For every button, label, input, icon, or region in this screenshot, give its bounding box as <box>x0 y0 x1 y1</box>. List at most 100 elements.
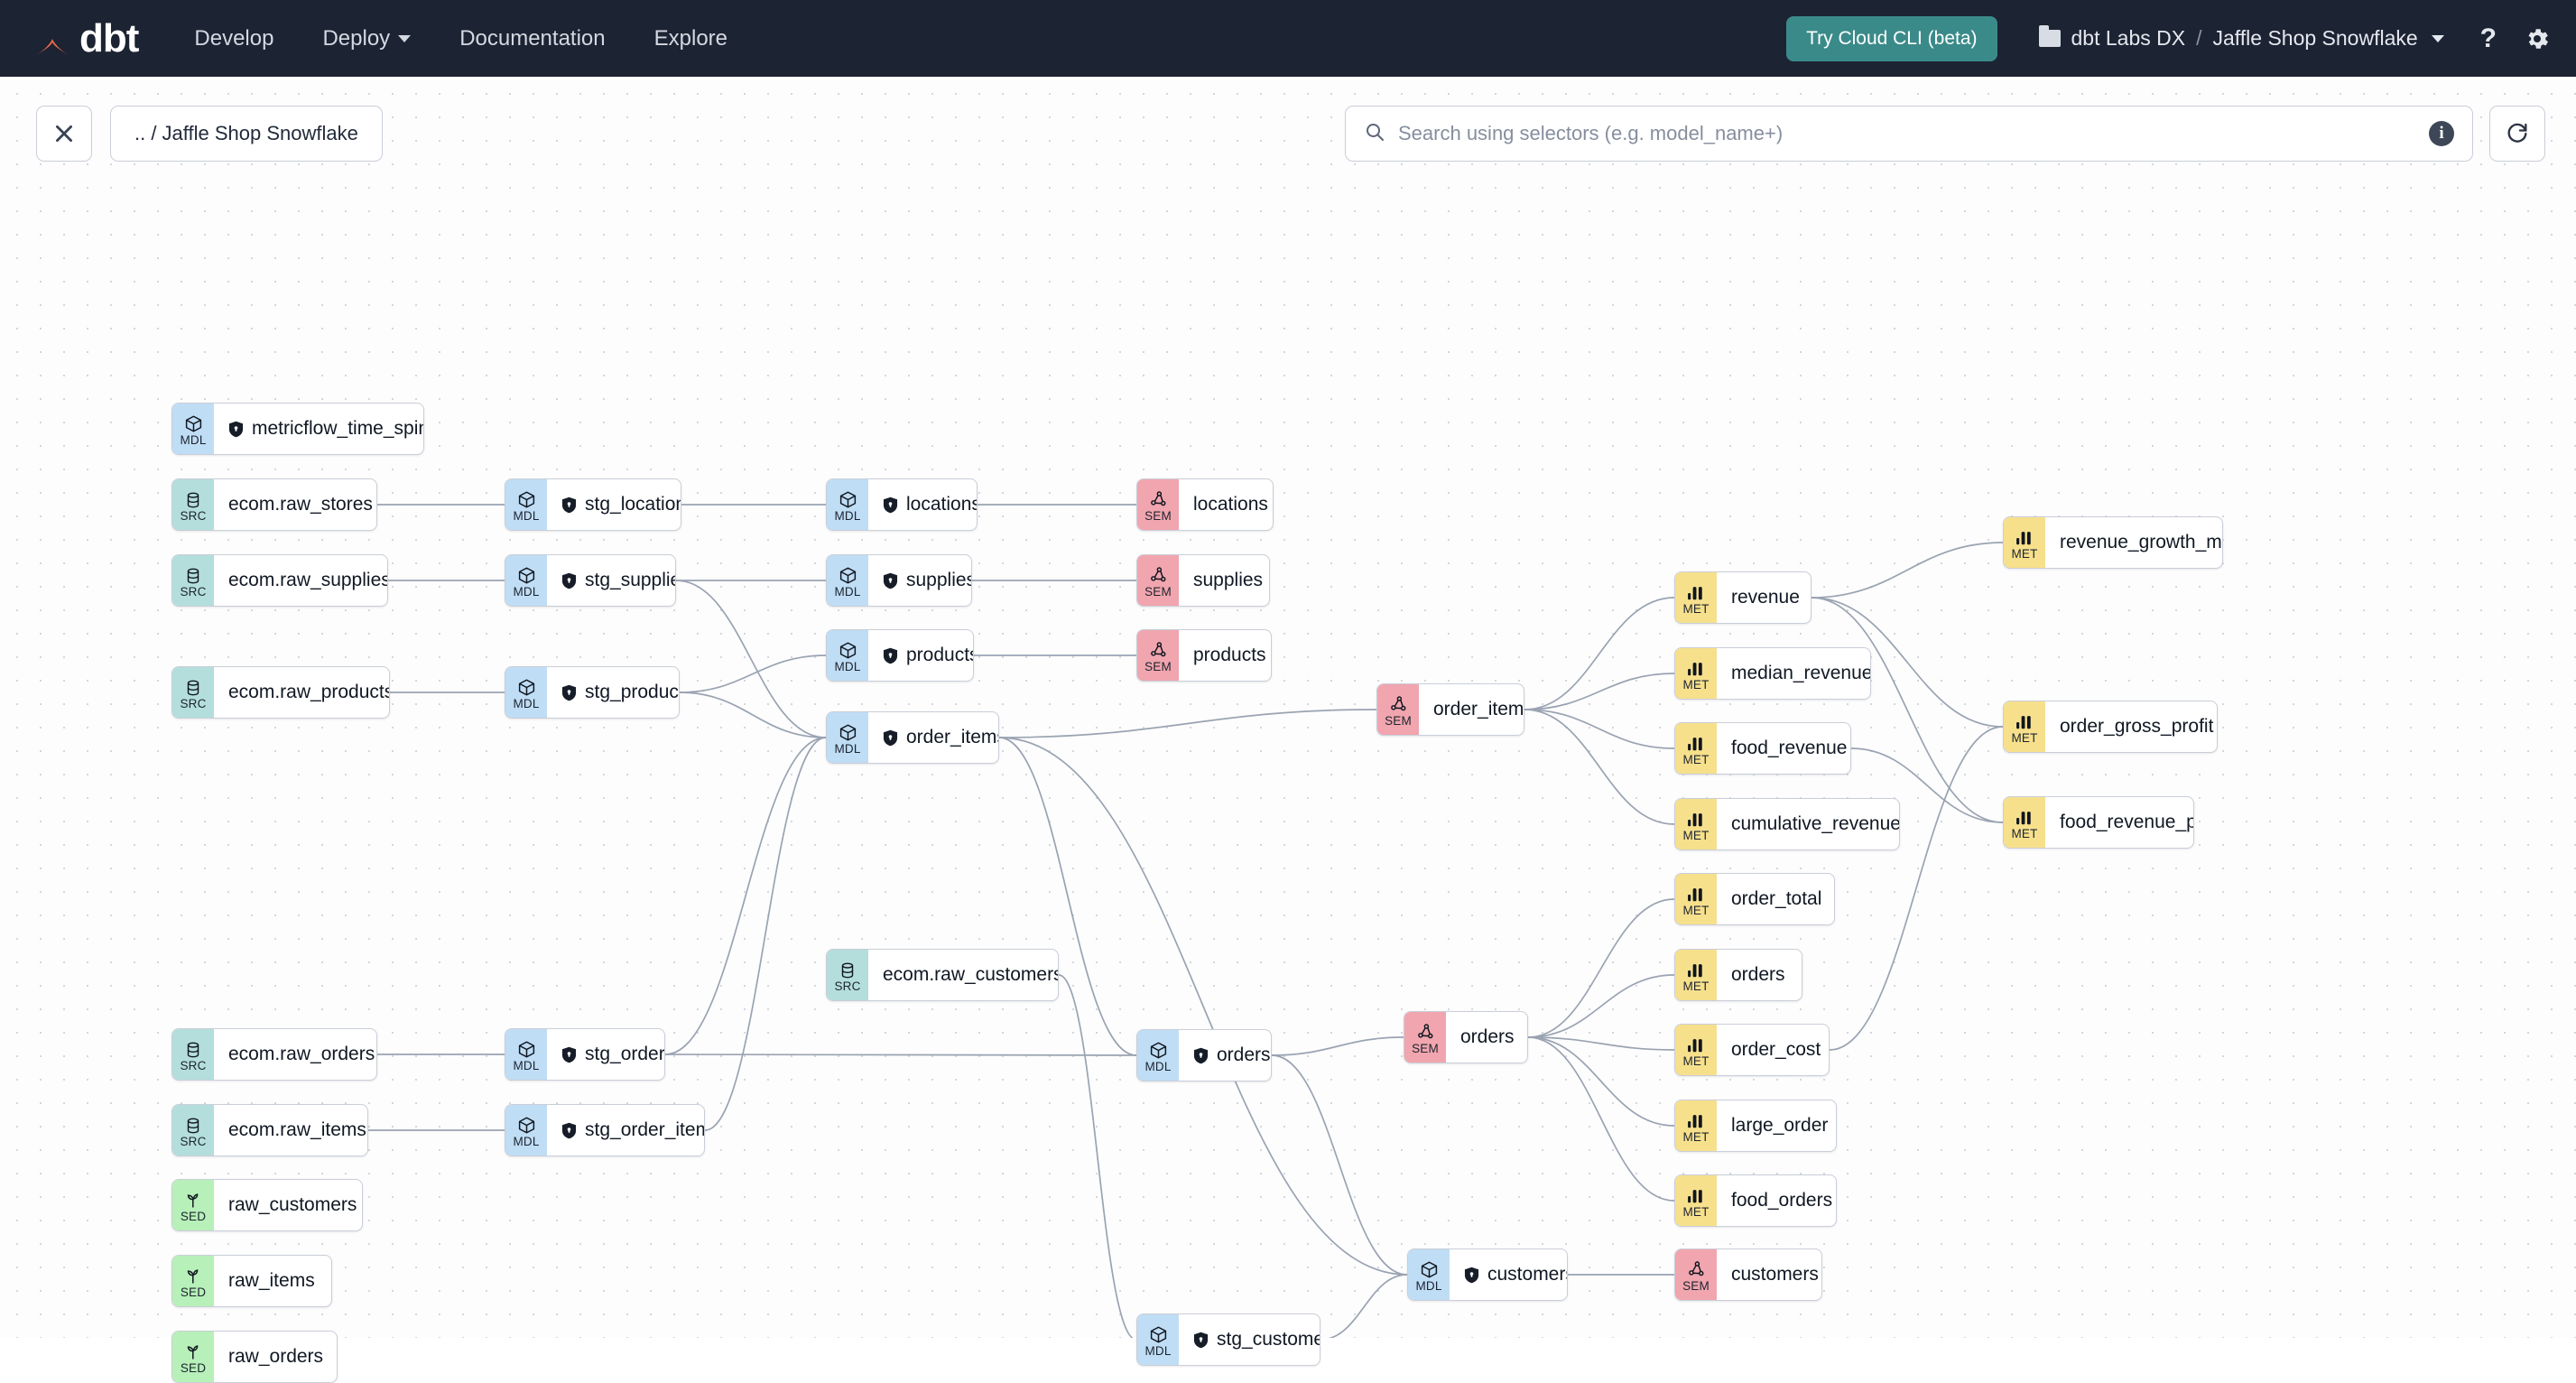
node-type-label: MET <box>1682 752 1710 766</box>
node-type-label: MET <box>1682 1204 1710 1219</box>
lineage-edge-order_items-to-customers <box>998 737 1408 1276</box>
mdl-icon <box>839 723 857 743</box>
dbt-logo[interactable]: dbt <box>31 17 139 60</box>
project-name[interactable]: Jaffle Shop Snowflake <box>2212 26 2418 50</box>
nav-item-documentation[interactable]: Documentation <box>459 26 605 51</box>
lineage-edge-sem_order_item-to-met_food_revenue <box>1524 709 1675 749</box>
gear-icon[interactable] <box>2524 25 2551 52</box>
lineage-graph-canvas[interactable]: .. / Jaffle Shop Snowflake Search using … <box>0 77 2576 1383</box>
chevron-down-icon[interactable] <box>2431 34 2444 42</box>
node-name: order_cost <box>1731 1039 1821 1060</box>
met-icon <box>1686 659 1706 679</box>
try-cloud-cli-button[interactable]: Try Cloud CLI (beta) <box>1786 15 1997 61</box>
node-name: raw_items <box>228 1270 315 1291</box>
search-placeholder: Search using selectors (e.g. model_name+… <box>1398 122 1784 144</box>
node-type-label: MDL <box>834 584 861 599</box>
search-input[interactable]: Search using selectors (e.g. model_name+… <box>1345 106 2473 162</box>
node-name: ecom.raw_products <box>228 682 390 702</box>
node-label-wrap: order_gross_profit <box>2045 701 2217 752</box>
mdl-type-badge: MDL <box>172 404 214 454</box>
mdl-type-badge: MDL <box>505 555 547 606</box>
help-icon[interactable]: ? <box>2479 23 2497 53</box>
met-icon <box>1686 734 1706 754</box>
node-label-wrap: cumulative_revenue <box>1717 799 1899 849</box>
node-name: revenue <box>1731 587 1800 608</box>
met-type-badge: MET <box>1675 648 1717 699</box>
nav-item-deploy[interactable]: Deploy <box>322 26 412 51</box>
chevron-down-icon <box>398 34 412 42</box>
node-type-label: MDL <box>834 659 861 673</box>
node-type-label: MET <box>1682 1053 1710 1068</box>
node-label-wrap: stg_customers <box>1179 1314 1320 1365</box>
node-type-label: SED <box>180 1209 207 1223</box>
node-label-wrap: orders <box>1179 1030 1271 1081</box>
node-label-wrap: stg_locations <box>547 479 681 530</box>
mdl-icon <box>839 641 857 661</box>
node-name: orders <box>1731 964 1785 985</box>
node-type-label: MET <box>1682 828 1710 842</box>
src-type-badge: SRC <box>172 1105 214 1156</box>
graph-node-met_order_cost[interactable]: MET order_cost <box>1674 1024 1830 1076</box>
shield-lock-icon <box>883 497 898 514</box>
node-type-label: SRC <box>180 696 207 710</box>
breadcrumb[interactable]: .. / Jaffle Shop Snowflake <box>110 106 383 162</box>
node-label-wrap: ecom.raw_supplies <box>214 555 387 606</box>
node-label-wrap: stg_supplies <box>547 555 675 606</box>
nav-item-explore[interactable]: Explore <box>654 26 727 51</box>
close-button[interactable] <box>36 106 92 162</box>
refresh-button[interactable] <box>2489 106 2545 162</box>
node-type-label: SRC <box>180 1134 207 1148</box>
lineage-edge-sem_order_item-to-met_cumulative_revenue <box>1524 709 1675 825</box>
node-name: orders <box>1460 1026 1515 1047</box>
lineage-edge-stg_customers-to-customers <box>1328 1274 1408 1338</box>
sem-type-badge: SEM <box>1404 1012 1446 1063</box>
graph-node-met_orders[interactable]: MET orders <box>1674 949 1802 1001</box>
met-type-badge: MET <box>1675 1025 1717 1075</box>
met-type-badge: MET <box>1675 1175 1717 1226</box>
graph-node-met_cumulative_revenue[interactable]: MET cumulative_revenue <box>1674 798 1900 850</box>
account-project-breadcrumb[interactable]: dbt Labs DX / Jaffle Shop Snowflake <box>2038 25 2444 51</box>
graph-node-sem_orders[interactable]: SEM orders <box>1404 1011 1528 1063</box>
graph-node-ecom_raw_products[interactable]: SRC ecom.raw_products <box>171 666 390 719</box>
sed-icon <box>184 1267 203 1286</box>
met-type-badge: MET <box>1675 950 1717 1000</box>
shield-lock-icon <box>561 572 577 589</box>
nav-item-develop[interactable]: Develop <box>194 26 273 51</box>
info-icon[interactable]: i <box>2429 121 2454 146</box>
